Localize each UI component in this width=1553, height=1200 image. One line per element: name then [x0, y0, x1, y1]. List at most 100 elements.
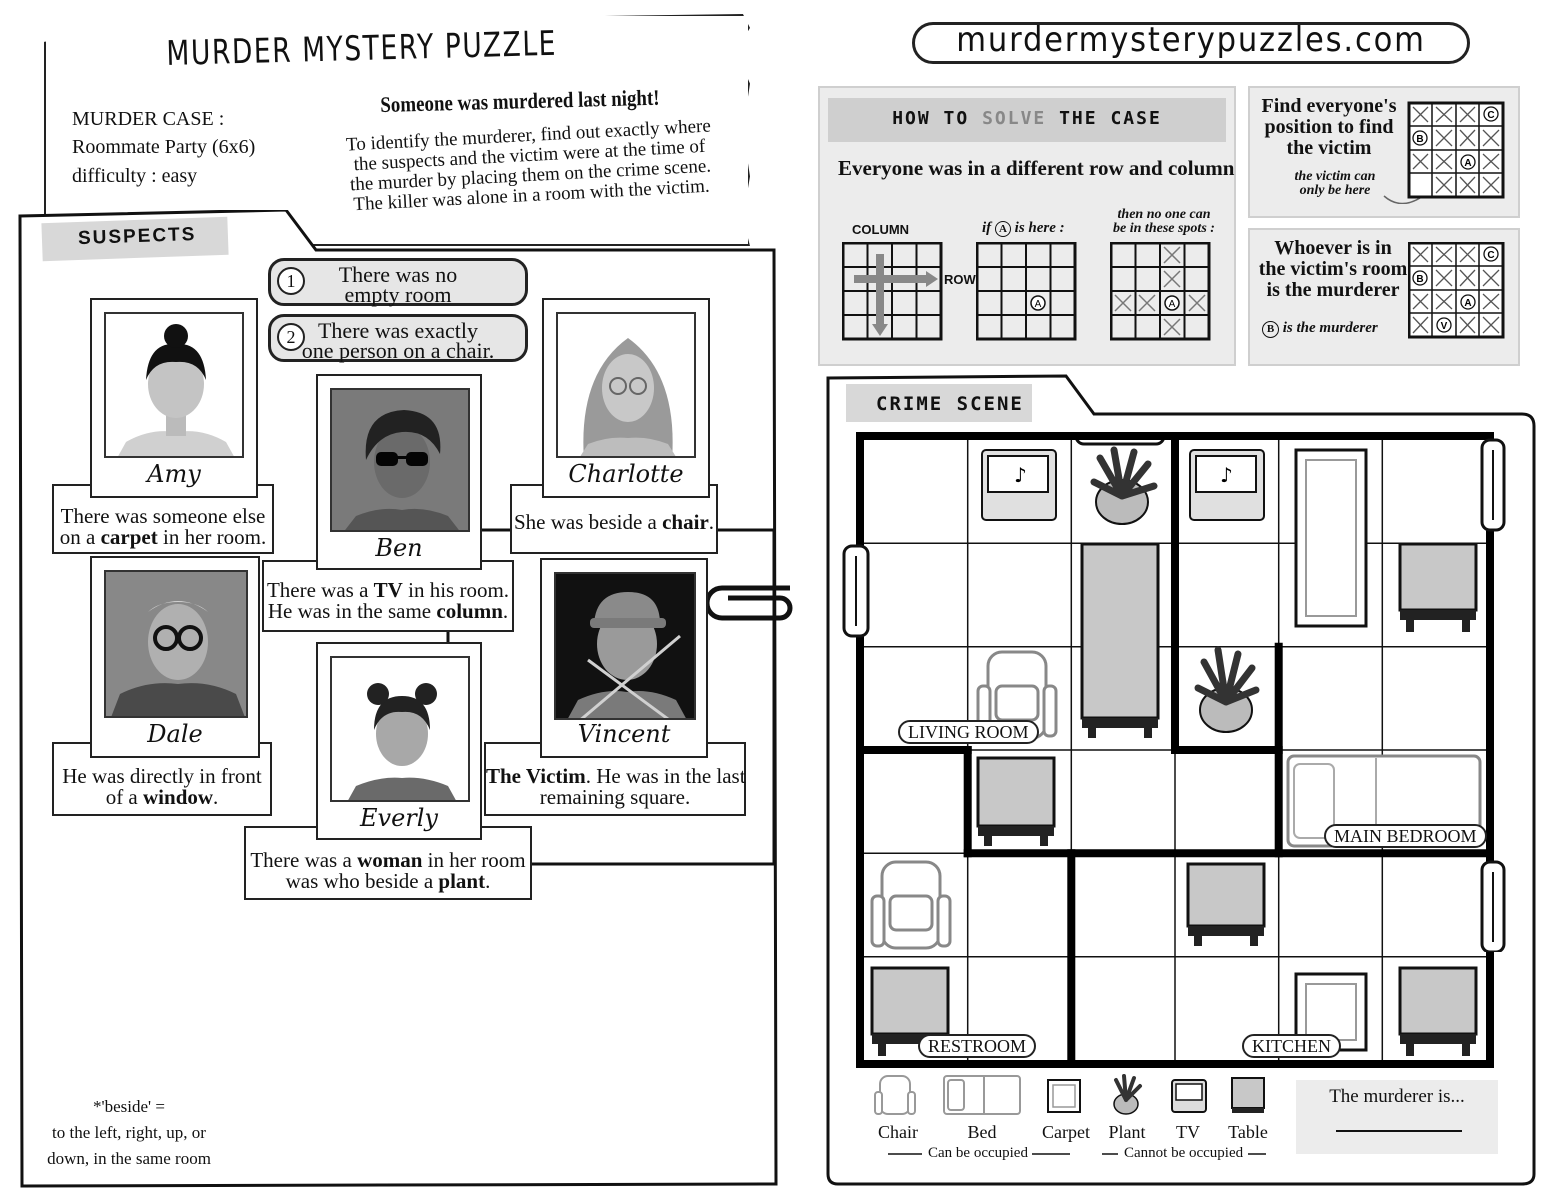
- legend-carpet: Carpet: [1042, 1122, 1090, 1142]
- left-window: [842, 544, 870, 638]
- clue-line: He was in the same column.: [264, 601, 512, 622]
- table-icon: [1231, 1077, 1265, 1113]
- beside-note: *'beside' = to the left, right, up, or d…: [36, 1094, 222, 1172]
- rule-text: Everyone was in a different row and colu…: [838, 156, 1235, 180]
- portrait-everly-icon: [348, 683, 456, 800]
- clue-text: of a: [105, 785, 144, 809]
- clue-text: There was a: [266, 578, 374, 602]
- table-icon: [1398, 966, 1478, 1056]
- portrait-dale-icon: [111, 601, 245, 716]
- portrait-charlotte-icon: [580, 338, 676, 456]
- portrait-vincent-icon: [568, 592, 686, 718]
- polaroid-dale: Dale: [90, 556, 260, 758]
- clue-line: of a window.: [54, 787, 270, 808]
- if-label: if A is here :: [982, 220, 1065, 237]
- example-grid-arrows: [842, 242, 943, 341]
- hint-line: There was exactly: [317, 318, 479, 343]
- letter-a-badge: A: [994, 221, 1011, 237]
- then-label-line: be in these spots :: [1113, 221, 1215, 236]
- clue-keyword: woman: [357, 848, 423, 872]
- legend-bed: Bed: [967, 1122, 997, 1142]
- clue-keyword: plant: [438, 869, 486, 893]
- table-icon: [1186, 862, 1266, 946]
- site-url-frame: [912, 22, 1470, 64]
- legend-dividers: [888, 1153, 1266, 1155]
- case-difficulty: difficulty : easy: [72, 165, 198, 187]
- clue-line: on a carpet in her room.: [54, 527, 272, 548]
- tip-line: Whoever is in: [1274, 237, 1392, 259]
- window-icon: [1480, 438, 1506, 532]
- tip-line: is the murderer: [1266, 279, 1400, 301]
- then-label-line: then no one can: [1117, 207, 1211, 222]
- svg-text:B: B: [1416, 274, 1423, 285]
- clue-text: There was a: [250, 848, 358, 872]
- example-letter-a: A: [1035, 299, 1042, 310]
- clue-keyword: carpet: [100, 525, 158, 549]
- paper-clip-icon: [704, 585, 793, 621]
- clue-line: There was a woman in her room: [246, 850, 530, 871]
- chair-icon: [870, 860, 952, 950]
- suspect-name-dale: Dale: [147, 720, 203, 748]
- hint-number: 1: [277, 267, 305, 295]
- plant-icon: [1194, 646, 1260, 733]
- table-icon: [1398, 542, 1478, 632]
- if-label-text: is here :: [1014, 220, 1065, 236]
- clue-text: .: [213, 785, 219, 809]
- hint-line: There was no: [338, 262, 458, 287]
- window-icon: [1480, 860, 1506, 952]
- suspect-name-everly: Everly: [360, 804, 438, 832]
- clue-text: on a: [59, 525, 101, 549]
- clue-text: .: [485, 869, 491, 893]
- column-label: COLUMN: [852, 222, 910, 237]
- legend-can-be-occupied: Can be occupied: [928, 1145, 1028, 1161]
- svg-text:B: B: [1416, 134, 1423, 145]
- tip-line: position to find: [1264, 116, 1394, 138]
- site-url[interactable]: murdermysterypuzzles.com: [956, 20, 1426, 60]
- crime-scene-tab: [846, 384, 1032, 422]
- clue-ben: There was a TV in his room. He was in th…: [262, 560, 514, 632]
- tip-2-text: Whoever is in the victim's room is the m…: [1256, 238, 1410, 301]
- clue-line: remaining square.: [539, 785, 691, 809]
- how-to-title-part: THE CASE: [1059, 108, 1162, 129]
- polaroid-amy: Amy: [90, 298, 258, 498]
- table-icon: [976, 756, 1056, 846]
- svg-text:♪: ♪: [1220, 463, 1233, 487]
- photo-amy: [104, 312, 244, 458]
- tv-icon: [1171, 1079, 1207, 1113]
- svg-text:♪: ♪: [1014, 463, 1027, 487]
- svg-text:A: A: [1464, 158, 1471, 169]
- clue-keyword: TV: [373, 578, 403, 602]
- tv-icon: ♪: [981, 449, 1057, 521]
- legend-icons: [874, 1074, 1265, 1115]
- case-label: MURDER CASE :: [72, 108, 225, 130]
- room-label-living-room: LIVING ROOM: [898, 720, 1039, 744]
- crime-scene-floorplan: ♪ ♪: [864, 440, 1486, 1060]
- hint-2: 2 There was exactly one person on a chai…: [268, 314, 528, 362]
- polaroid-ben: Ben: [316, 374, 482, 570]
- tv-icon: ♪: [1189, 449, 1265, 521]
- photo-charlotte: [556, 312, 696, 458]
- tip-1-grid: C B A: [1383, 101, 1505, 204]
- then-label: then no one can be in these spots :: [1112, 208, 1216, 236]
- suspect-name-amy: Amy: [147, 460, 201, 488]
- hint-1: 1 There was no empty room: [268, 258, 528, 306]
- table-icon: [870, 966, 950, 1056]
- answer-line[interactable]: [1336, 1130, 1462, 1132]
- svg-text:C: C: [1487, 250, 1494, 261]
- svg-text:C: C: [1487, 110, 1494, 121]
- clue-text: .: [708, 510, 715, 534]
- clue-line: was who beside a plant.: [246, 871, 530, 892]
- tip-1-text: Find everyone's position to find the vic…: [1256, 96, 1402, 159]
- if-label-text: if: [982, 220, 992, 236]
- photo-everly: [330, 656, 470, 802]
- clue-line: There was someone else: [60, 504, 266, 528]
- how-to-title-part: HOW TO: [892, 108, 970, 129]
- beside-note-line: down, in the same room: [47, 1149, 211, 1168]
- polaroid-everly: Everly: [316, 642, 482, 840]
- suspect-name-charlotte: Charlotte: [568, 460, 684, 488]
- tip-2-note: B is the murderer: [1262, 320, 1378, 338]
- clue-text: . He was in the last: [585, 764, 746, 788]
- svg-text:A: A: [1464, 298, 1471, 309]
- how-to-title-part: SOLVE: [982, 108, 1047, 129]
